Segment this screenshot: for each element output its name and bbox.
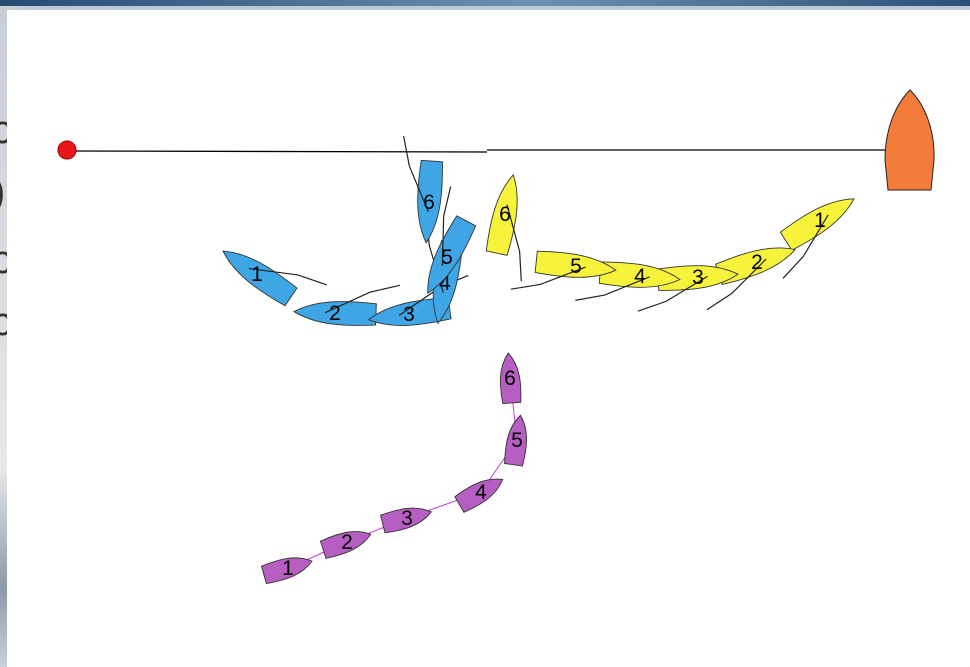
purple-boat-hull [319,531,372,559]
blue-boat-sail [324,284,401,314]
purple-boat-number: 3 [401,507,413,530]
background-text-fragment: ) [0,170,5,215]
yellow-boat-sail [506,204,522,282]
blue-boat-hull [367,297,452,326]
purple-boat-position [319,531,372,559]
blue-boat-sail [441,186,452,266]
yellow-boat-position [485,173,522,282]
purple-boat-position [454,478,504,513]
purple-boat-position [380,507,432,534]
purple-boat-hull [499,352,522,405]
pin-end-buoy [57,140,77,160]
blue-boat-position [222,250,327,307]
yellow-boat-number: 6 [499,203,511,226]
blue-boat-sail [248,267,327,286]
purple-boat-number: 5 [511,429,523,452]
yellow-boat-number: 1 [814,209,826,232]
purple-boat-number: 1 [282,557,294,580]
fleet-purple: 1 2 3 4 5 6 [260,352,527,585]
purple-boat-hull [380,507,432,534]
yellow-boat-number: 5 [570,255,582,278]
blue-boat-position [403,135,443,244]
start-line [66,149,885,153]
blue-boat-hull [222,250,298,307]
yellow-boat-position [510,250,617,290]
purple-boat-hull [260,557,313,585]
yellow-boat-number: 4 [634,265,646,288]
yellow-boat-hull [779,198,855,251]
purple-boat-position [504,414,527,467]
blue-boat-position [367,274,469,326]
purple-track-line [287,377,518,569]
purple-boat-hull [504,414,527,467]
blue-boat-position [293,284,401,326]
yellow-boat-sail [510,266,586,290]
committee-boat [884,89,935,191]
blue-boat-number: 1 [251,263,263,286]
yellow-boat-sail [706,258,767,311]
purple-boat-position [260,557,313,585]
purple-boat-number: 4 [475,481,487,504]
blue-boat-number: 5 [441,246,453,269]
yellow-boat-sail [782,214,829,279]
blue-boat-number: 6 [423,191,435,214]
start-line-left-segment [66,150,488,153]
background-title-bar [0,0,970,6]
blue-boat-number: 3 [403,303,415,326]
purple-boat-position [499,352,522,405]
blue-boat-hull [427,215,477,295]
yellow-boat-hull [534,250,617,278]
yellow-boat-number: 2 [751,251,763,274]
yellow-boat-number: 3 [692,266,704,289]
fleet-yellow: 1 2 3 4 5 6 [485,173,855,312]
blue-boat-sail [403,135,429,213]
purple-boat-number: 2 [341,531,353,554]
purple-boat-hull [454,478,504,513]
yellow-boat-position [779,198,855,279]
blue-boat-number: 2 [329,302,341,325]
yellow-boat-sail [637,275,708,312]
background-text-fragment: i [0,48,1,93]
blue-boat-position [427,186,477,295]
blue-boat-hull [417,159,443,244]
yellow-boat-hull [485,173,518,256]
yellow-boat-sail [575,276,650,301]
purple-boat-number: 6 [504,367,516,390]
